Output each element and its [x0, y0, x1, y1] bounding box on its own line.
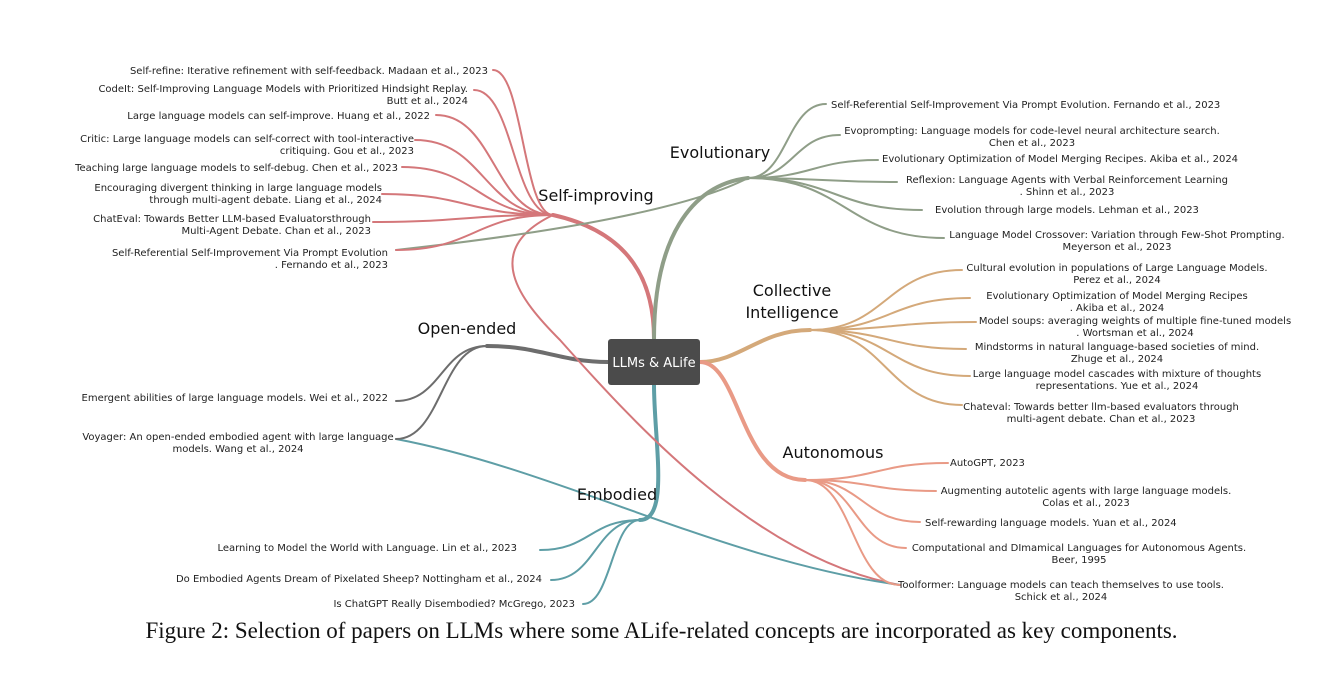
leaf-edge-collective-3 — [809, 321, 977, 331]
root-node: LLMs & ALife — [608, 339, 700, 385]
leaf-edge-autonomous-2 — [804, 479, 937, 492]
leaf-edge-open-ended-2 — [395, 345, 488, 440]
trunk-self-improving — [551, 213, 656, 341]
leaf-edge-autonomous-3 — [804, 479, 921, 523]
leaf-edge-self-improving-2 — [473, 89, 554, 216]
leaf-edge-embodied-1 — [539, 519, 641, 551]
paper-label-self-improving-5: Teaching large language models to self-d… — [74, 163, 398, 174]
root-box — [608, 339, 700, 385]
paper-label-self-improving-8: Self-Referential Self-Improvement Via Pr… — [112, 248, 388, 271]
paper-label-evolutionary-5: Evolution through large models. Lehman e… — [935, 205, 1199, 216]
branch-label-evolutionary: Evolutionary — [670, 143, 770, 162]
paper-label-collective-2: Evolutionary Optimization of Model Mergi… — [986, 291, 1247, 314]
paper-label-autonomous-5: Toolformer: Language models can teach th… — [897, 580, 1224, 603]
paper-label-collective-1: Cultural evolution in populations of Lar… — [966, 263, 1267, 286]
branch-label-open-ended: Open-ended — [418, 319, 517, 338]
branch-label-collective-2: Intelligence — [745, 303, 838, 322]
leaf-edge-open-ended-1 — [395, 345, 488, 402]
leaf-edge-evolutionary-2 — [747, 134, 841, 179]
paper-label-evolutionary-1: Self-Referential Self-Improvement Via Pr… — [831, 100, 1220, 111]
leaf-edge-autonomous-4 — [804, 479, 907, 549]
paper-label-collective-6: Chateval: Towards better llm-based evalu… — [963, 402, 1239, 425]
leaf-edge-collective-6 — [809, 329, 963, 406]
paper-label-autonomous-4: Computational and DImamical Languages fo… — [912, 543, 1246, 566]
branch-label-self-improving: Self-improving — [538, 186, 653, 205]
paper-label-self-improving-7: ChatEval: Towards Better LLM-based Evalu… — [93, 214, 371, 237]
leaf-edge-self-improving-4 — [414, 139, 554, 216]
paper-label-embodied-3: Is ChatGPT Really Disembodied? McGrego, … — [333, 599, 575, 610]
leaf-edge-collective-1 — [809, 269, 963, 331]
paper-label-self-improving-4: Critic: Large language models can self-c… — [80, 134, 414, 157]
trunk-collective — [698, 328, 812, 364]
leaf-edge-self-improving-7 — [372, 214, 554, 223]
paper-label-collective-3: Model soups: averaging weights of multip… — [979, 316, 1291, 339]
leaf-edge-collective-5 — [809, 329, 971, 377]
branch-label-collective-1: Collective — [753, 281, 832, 300]
paper-label-evolutionary-2: Evoprompting: Language models for code-l… — [844, 126, 1220, 149]
leaf-edge-embodied-3 — [582, 519, 641, 605]
figure-caption: Figure 2: Selection of papers on LLMs wh… — [145, 618, 1178, 643]
leaf-edge-evolutionary-1 — [747, 103, 827, 179]
cross-link-evolutionary-self-referential — [395, 177, 749, 251]
leaf-edge-embodied-2 — [550, 519, 641, 581]
paper-label-evolutionary-3: Evolutionary Optimization of Model Mergi… — [882, 154, 1238, 165]
paper-label-self-improving-3: Large language models can self-improve. … — [127, 111, 430, 122]
cross-link-voyager-toolformer — [395, 438, 901, 586]
trunk-open-ended — [485, 344, 610, 364]
leaf-edge-self-improving-5 — [401, 166, 554, 216]
root-label: LLMs & ALife — [612, 356, 695, 371]
paper-label-self-improving-6: Encouraging divergent thinking in large … — [94, 183, 382, 206]
trunk-evolutionary — [652, 176, 750, 341]
edges — [372, 69, 977, 605]
paper-label-evolutionary-6: Language Model Crossover: Variation thro… — [949, 230, 1284, 253]
paper-label-open-ended-1: Emergent abilities of large language mod… — [82, 393, 388, 404]
paper-label-evolutionary-4: Reflexion: Language Agents with Verbal R… — [906, 175, 1228, 198]
cross-link-self-improving-toolformer — [511, 214, 901, 586]
paper-label-collective-4: Mindstorms in natural language-based soc… — [975, 342, 1259, 365]
branch-label-embodied: Embodied — [577, 485, 657, 504]
paper-label-autonomous-1: AutoGPT, 2023 — [950, 458, 1025, 469]
paper-label-self-improving-1: Self-refine: Iterative refinement with s… — [130, 66, 488, 77]
leaf-edge-self-improving-8 — [395, 214, 554, 251]
mind-map-diagram: Self-refine: Iterative refinement with s… — [74, 66, 1291, 610]
leaf-edge-autonomous-5 — [804, 479, 901, 586]
paper-label-embodied-2: Do Embodied Agents Dream of Pixelated Sh… — [176, 574, 542, 585]
leaf-edge-autonomous-1 — [804, 462, 949, 481]
leaf-edge-evolutionary-6 — [747, 177, 945, 239]
paper-labels: Self-refine: Iterative refinement with s… — [74, 66, 1291, 610]
leaf-edge-self-improving-3 — [435, 114, 554, 216]
paper-label-embodied-1: Learning to Model the World with Languag… — [217, 543, 517, 554]
leaf-edge-self-improving-6 — [381, 193, 554, 216]
branch-label-autonomous: Autonomous — [783, 443, 884, 462]
paper-label-self-improving-2: CodeIt: Self-Improving Language Models w… — [98, 84, 468, 107]
paper-label-autonomous-2: Augmenting autotelic agents with large l… — [941, 486, 1232, 509]
trunk-autonomous — [698, 360, 807, 482]
paper-label-collective-5: Large language model cascades with mixtu… — [973, 369, 1261, 392]
paper-label-autonomous-3: Self-rewarding language models. Yuan et … — [925, 518, 1177, 529]
leaf-edge-self-improving-1 — [492, 69, 554, 216]
paper-label-open-ended-2: Voyager: An open-ended embodied agent wi… — [82, 432, 393, 455]
